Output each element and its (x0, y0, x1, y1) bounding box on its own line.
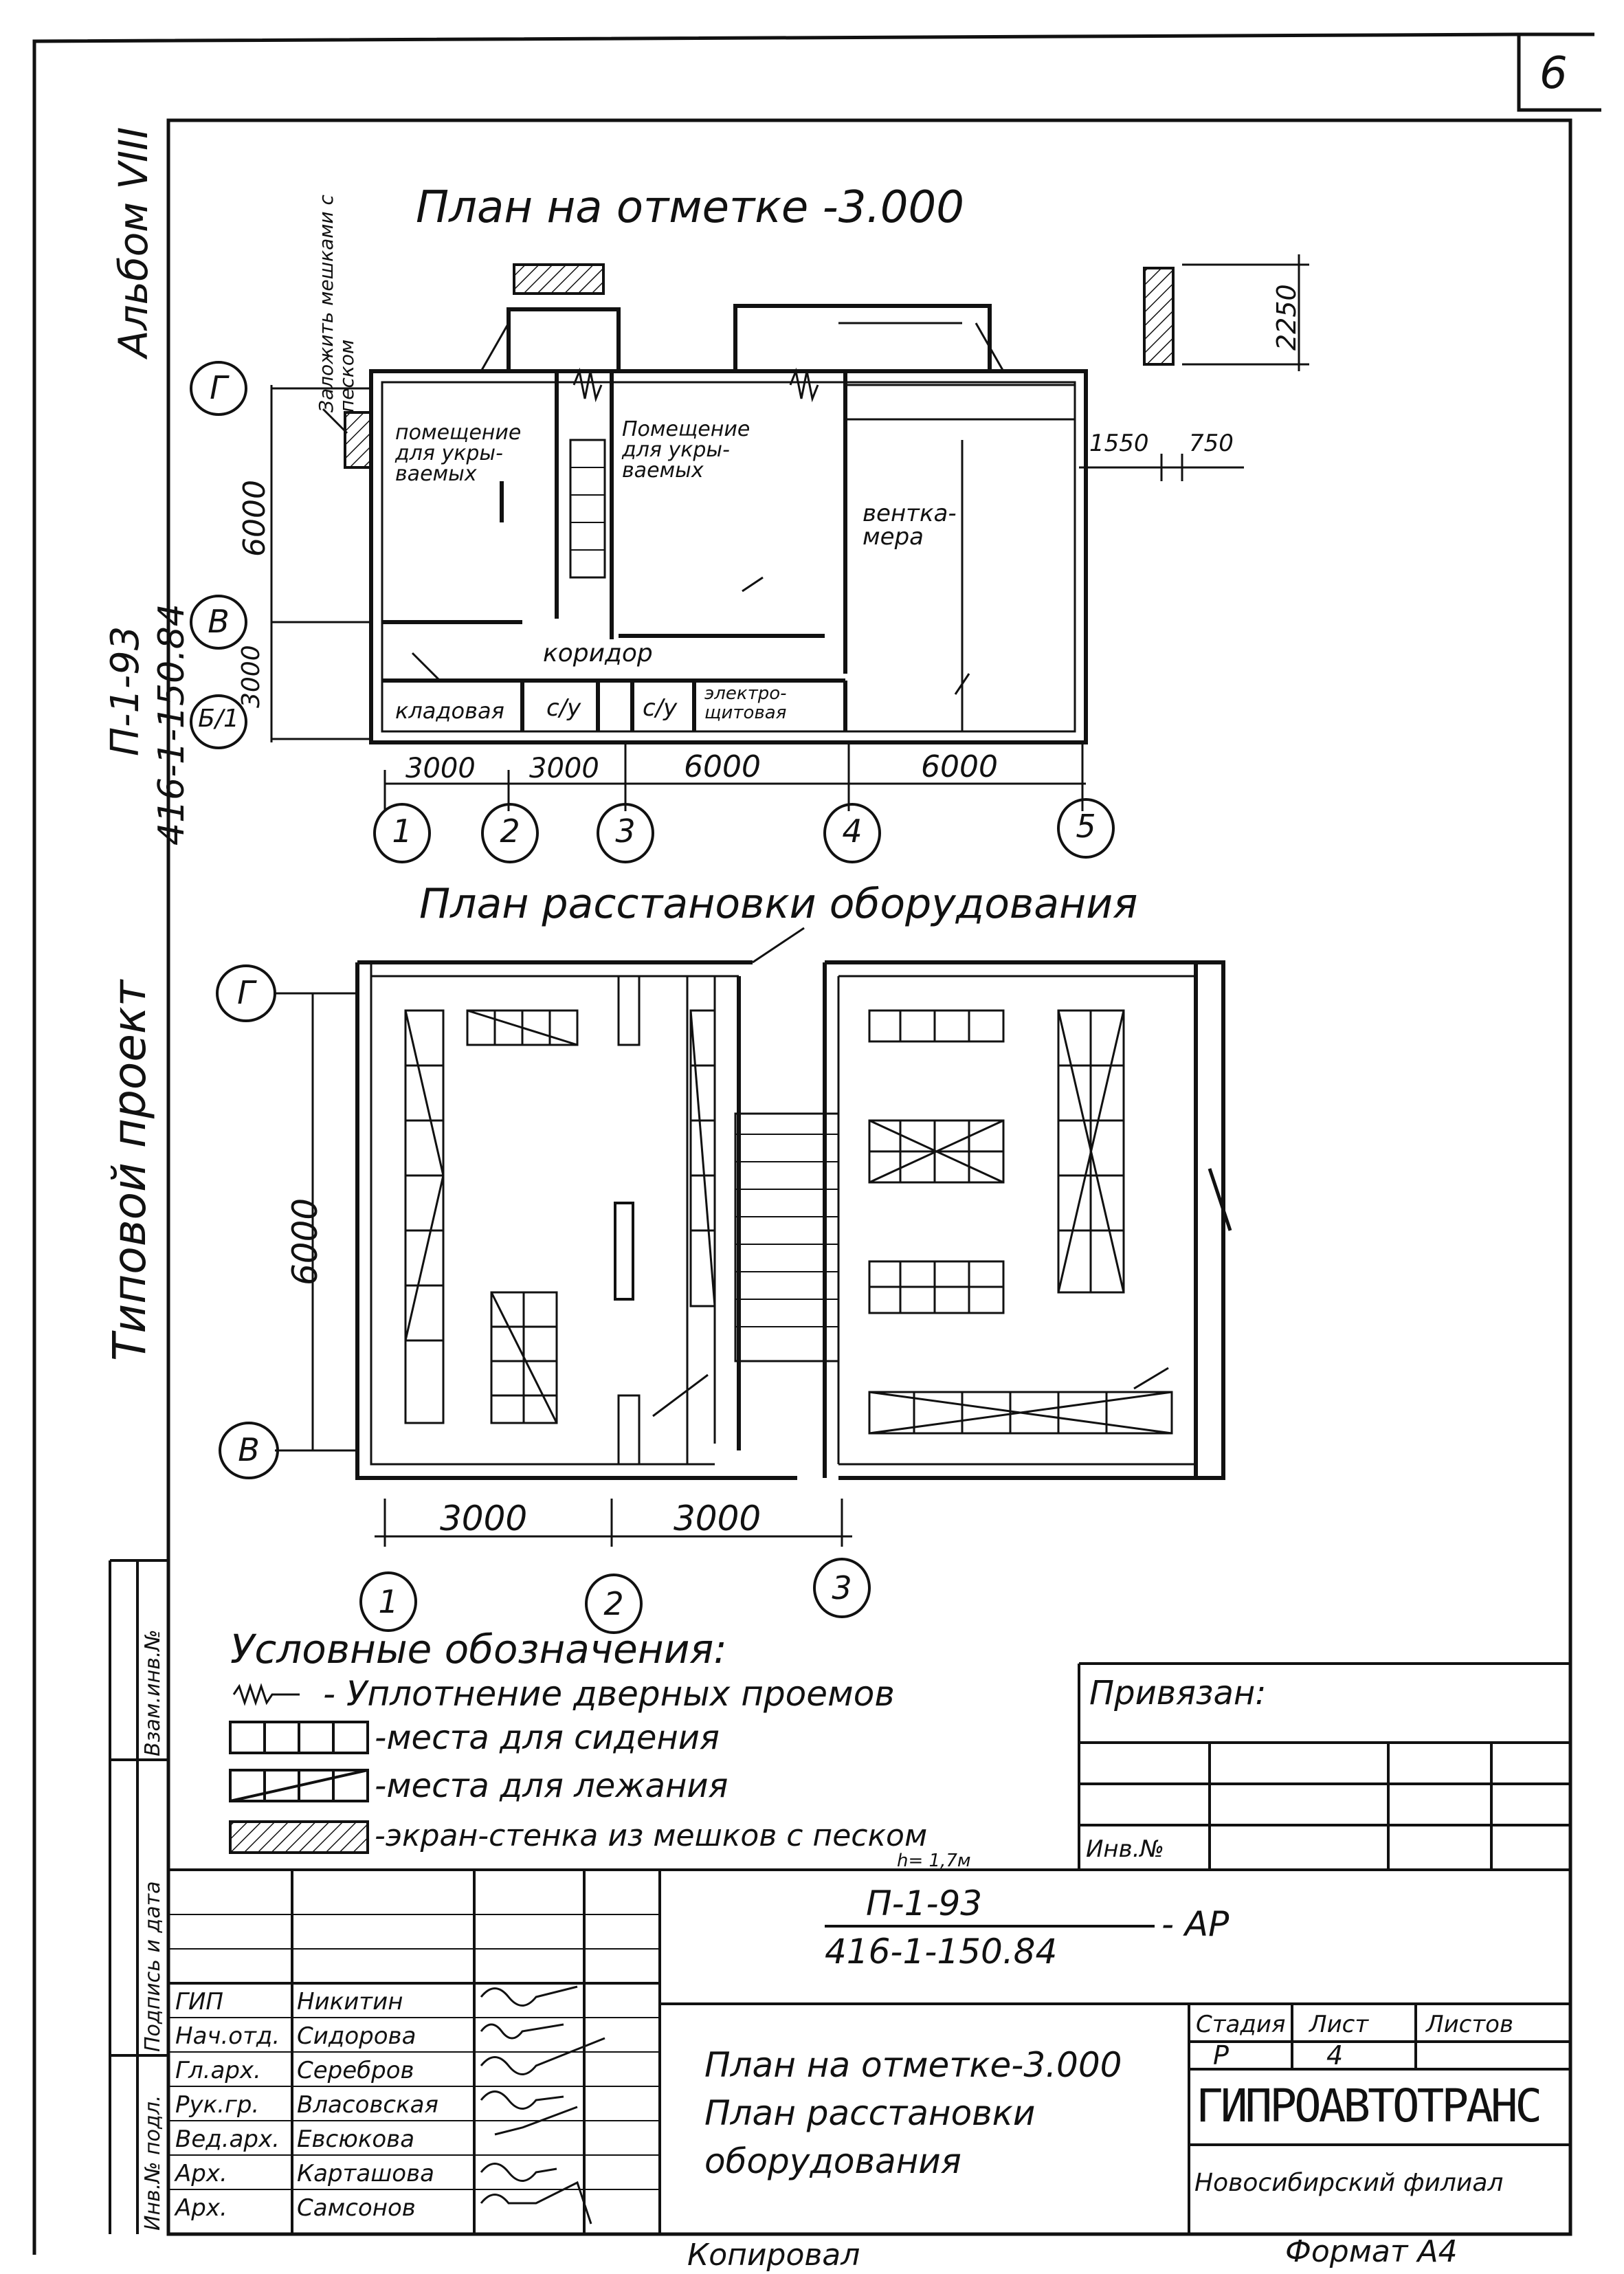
plan2-axis-col-2: 2 (603, 1585, 624, 1622)
plan1-dim-750: 750 (1189, 430, 1234, 457)
sheet-number: 6 (1539, 48, 1568, 99)
plan1-dim-h-2: 3000 (529, 753, 599, 784)
plan1-screen-top (513, 263, 605, 295)
plan2-axis-row-v: В (238, 1431, 260, 1468)
plan2-equipment (404, 1009, 1173, 1435)
plan1-dim-h-1: 3000 (405, 753, 476, 784)
legend-note-h: h= 1,7м (897, 1851, 971, 1871)
plan1-dim-1550: 1550 (1089, 430, 1149, 457)
tb-role-3: Гл.арх. (175, 2057, 261, 2084)
tb-name-7: Самсонов (297, 2194, 416, 2222)
plan1-axis-col-3: 3 (615, 813, 636, 850)
tb-name-6: Карташова (297, 2160, 434, 2187)
plan1-dim-h-4: 6000 (921, 749, 998, 784)
tb-role-6: Арх. (175, 2160, 227, 2187)
room-electrical: электро- щитовая (704, 683, 787, 723)
tb-name-4: Власовская (297, 2091, 438, 2119)
tb-code-bottom: 416-1-150.84 (825, 1932, 1058, 1972)
plan2-axis-col-3: 3 (832, 1569, 852, 1607)
plan2-dimensions (275, 992, 852, 1547)
legend-item-beds: -места для лежания (375, 1767, 728, 1805)
plan1-axis-col-2: 2 (500, 813, 520, 850)
room-vent: вентка- мера (863, 500, 957, 551)
tb-title-line-3: оборудования (704, 2141, 961, 2181)
tb-name-5: Евсюкова (297, 2126, 415, 2153)
room-shelter-1: помещение для укры- ваемых (395, 421, 522, 486)
title-block-grid (168, 1868, 1570, 2234)
tb-code-divider (825, 1925, 1155, 1928)
tb-sheets-header: Листов (1426, 2011, 1514, 2038)
tb-sheet: 4 (1326, 2040, 1344, 2071)
tb-title-line-2: План расстановки (704, 2093, 1036, 2133)
tb-suffix: - АР (1161, 1904, 1230, 1944)
plan1-axis-col-5: 5 (1076, 808, 1096, 845)
tb-sheet-header: Лист (1309, 2011, 1369, 2038)
tb-role-1: ГИП (175, 1988, 223, 2016)
inner-frame (166, 118, 1572, 2236)
plan1-axis-row-v: В (208, 603, 230, 640)
privyazan-table (1078, 1662, 1570, 1870)
room-corridor: коридор (543, 639, 653, 667)
plan2-dim-h-2: 3000 (674, 1499, 761, 1538)
tb-name-3: Серебров (297, 2057, 414, 2084)
tb-role-4: Рук.гр. (175, 2091, 260, 2119)
tb-title-line-1: План на отметке-3.000 (704, 2045, 1122, 2085)
plan1-axis-col-1: 1 (392, 813, 412, 850)
plan1-axis-bubbles (190, 361, 1115, 863)
footer-format: Формат А4 (1285, 2234, 1458, 2269)
tb-role-7: Арх. (175, 2194, 227, 2222)
plan1-dim-h-3: 6000 (684, 749, 761, 784)
room-wc-1: с/у (546, 694, 581, 722)
tb-name-1: Никитин (297, 1988, 403, 2016)
legend-item-screen: -экран-стенка из мешков с песком (375, 1818, 928, 1853)
tb-branch: Новосибирский филиал (1194, 2169, 1504, 2197)
plan1-title: План на отметке -3.000 (416, 182, 964, 233)
plan1-axis-row-b1: Б/1 (198, 705, 239, 733)
room-storage: кладовая (395, 698, 504, 724)
footer-copied: Копировал (687, 2238, 860, 2273)
tb-role-2: Нач.отд. (175, 2022, 280, 2050)
tb-name-2: Сидорова (297, 2022, 416, 2050)
sheet-number-box (1517, 34, 1601, 112)
plan1-walls (369, 304, 1088, 744)
tb-org: ГИПРОАВТОТРАНС (1196, 2079, 1542, 2132)
plan2-dim-h-1: 3000 (440, 1499, 528, 1538)
legend-item-seats: -места для сидения (375, 1719, 720, 1757)
legend-title: Условные обозначения: (230, 1626, 727, 1673)
plan1-axis-col-4: 4 (842, 813, 863, 850)
legend-symbols (229, 1683, 369, 1854)
tb-role-5: Вед.арх. (175, 2126, 280, 2153)
privyazan-label: Привязан: (1089, 1674, 1267, 1712)
plan2-axis-bubbles (216, 964, 871, 1634)
plan1-screen-right (1143, 267, 1175, 366)
plan1-screen-left (344, 411, 372, 469)
legend-item-door-seal: - Уплотнение дверных проемов (323, 1674, 895, 1714)
left-stamp (109, 1559, 168, 2234)
sheet-outer-border (32, 32, 1594, 2255)
plan1-axis-row-g: Г (210, 369, 227, 406)
room-shelter-2: Помещение для укры- ваемых (622, 417, 750, 483)
tb-stage-header: Стадия (1196, 2011, 1286, 2038)
tb-stage: Р (1213, 2040, 1229, 2071)
plan2-walls (355, 927, 1232, 1480)
tb-code-top: П-1-93 (866, 1884, 983, 1923)
plan2-axis-row-g: Г (237, 974, 255, 1011)
plan2-axis-col-1: 1 (378, 1583, 399, 1620)
privyazan-inv: Инв.№ (1086, 1835, 1164, 1863)
room-wc-2: с/у (643, 694, 678, 722)
plan1-dimensions (270, 254, 1309, 811)
plan2-title: План расстановки оборудования (419, 880, 1138, 928)
